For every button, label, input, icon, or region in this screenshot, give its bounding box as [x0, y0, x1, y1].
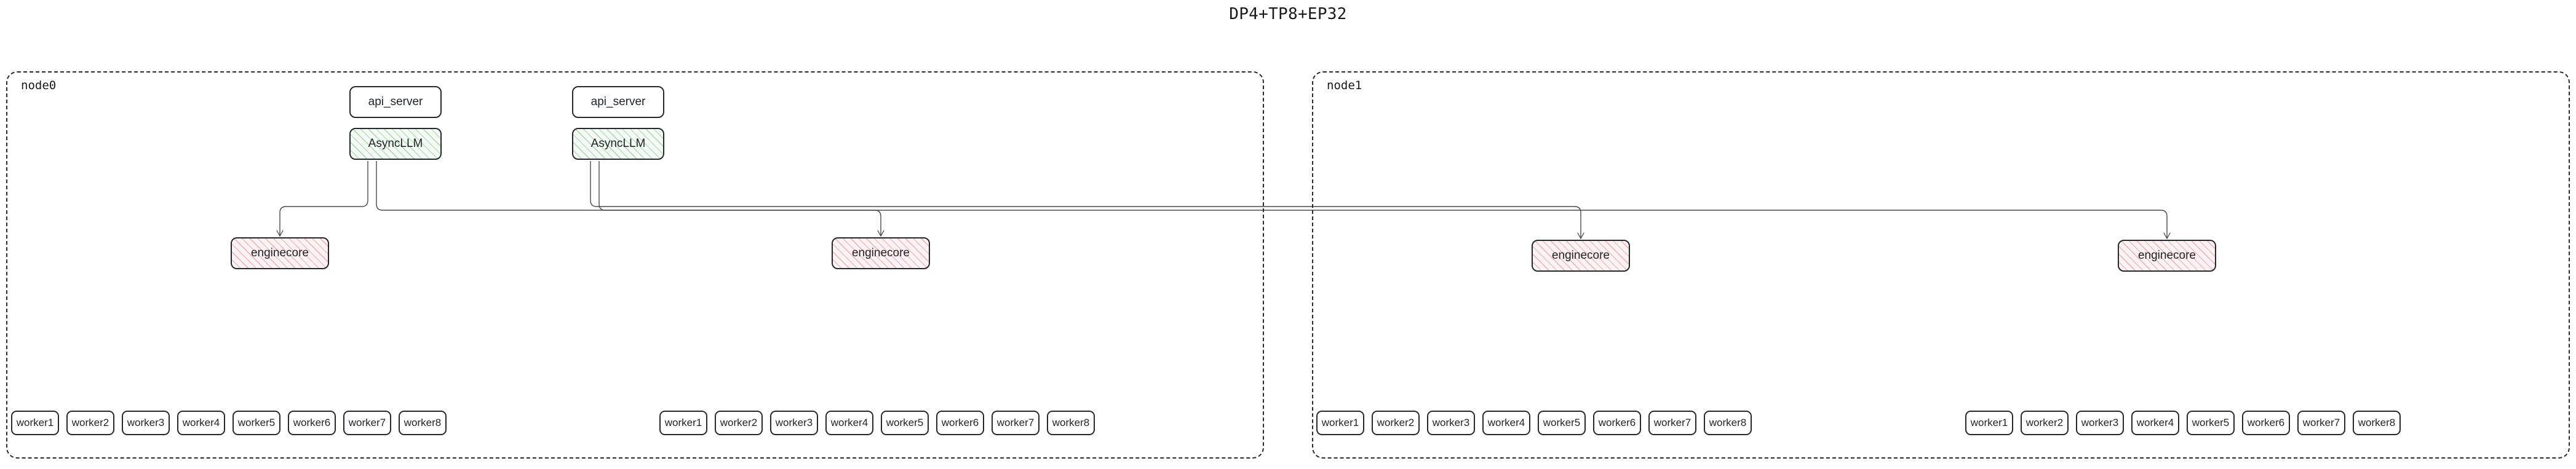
worker-label: worker6: [941, 417, 979, 428]
worker-label: worker2: [2025, 417, 2064, 428]
worker-box[interactable]: worker6: [2242, 411, 2290, 435]
worker-box[interactable]: worker6: [936, 411, 984, 435]
worker-label: worker1: [1970, 417, 2008, 428]
worker-box[interactable]: worker7: [343, 411, 391, 435]
worker-box[interactable]: worker1: [1316, 411, 1364, 435]
enginecore-label: enginecore: [1551, 249, 1610, 262]
worker-box[interactable]: worker4: [1482, 411, 1530, 435]
worker-label: worker6: [2247, 417, 2285, 428]
worker-box[interactable]: worker8: [1704, 411, 1752, 435]
enginecore-box-node0-0[interactable]: enginecore: [231, 237, 329, 269]
worker-box[interactable]: worker8: [2353, 411, 2401, 435]
worker-label: worker4: [182, 417, 220, 428]
worker-box[interactable]: worker2: [2021, 411, 2069, 435]
diagram-title: DP4+TP8+EP32: [1229, 5, 1347, 23]
enginecore-box-node0-1[interactable]: enginecore: [832, 237, 930, 269]
worker-label: worker7: [2302, 417, 2340, 428]
worker-box[interactable]: worker2: [66, 411, 114, 435]
worker-box[interactable]: worker7: [2297, 411, 2345, 435]
cluster-node1-label: node1: [1327, 79, 1362, 92]
cluster-node0-label: node0: [21, 79, 57, 92]
worker-label: worker3: [127, 417, 165, 428]
worker-box[interactable]: worker6: [1593, 411, 1641, 435]
worker-label: worker4: [2136, 417, 2174, 428]
api-server-box-0[interactable]: api_server: [349, 86, 442, 118]
worker-box[interactable]: worker3: [122, 411, 170, 435]
cluster-node0[interactable]: node0: [6, 71, 1264, 459]
worker-label: worker5: [886, 417, 924, 428]
asyncllm-box-1[interactable]: AsyncLLM: [572, 128, 664, 160]
worker-label: worker3: [775, 417, 813, 428]
worker-box[interactable]: worker5: [1538, 411, 1586, 435]
worker-box[interactable]: worker3: [1427, 411, 1475, 435]
worker-box[interactable]: worker5: [233, 411, 280, 435]
worker-box[interactable]: worker2: [1372, 411, 1420, 435]
worker-label: worker6: [1598, 417, 1636, 428]
worker-label: worker5: [1543, 417, 1581, 428]
asyncllm-label: AsyncLLM: [368, 137, 423, 150]
enginecore-box-node1-0[interactable]: enginecore: [1532, 240, 1630, 272]
api-server-label: api_server: [368, 95, 423, 108]
worker-box[interactable]: worker1: [1965, 411, 2013, 435]
worker-label: worker2: [720, 417, 758, 428]
enginecore-label: enginecore: [851, 246, 910, 259]
worker-box[interactable]: worker1: [11, 411, 59, 435]
worker-label: worker7: [1653, 417, 1691, 428]
worker-label: worker1: [1321, 417, 1359, 428]
worker-box[interactable]: worker6: [288, 411, 336, 435]
worker-label: worker4: [1487, 417, 1525, 428]
worker-box[interactable]: worker4: [177, 411, 225, 435]
worker-label: worker1: [16, 417, 54, 428]
worker-label: worker2: [1377, 417, 1415, 428]
worker-box[interactable]: worker3: [770, 411, 818, 435]
worker-label: worker3: [2081, 417, 2119, 428]
worker-label: worker7: [996, 417, 1035, 428]
worker-label: worker4: [830, 417, 869, 428]
worker-label: worker3: [1432, 417, 1470, 428]
worker-label: worker8: [1052, 417, 1090, 428]
worker-label: worker5: [237, 417, 276, 428]
worker-label: worker2: [71, 417, 109, 428]
worker-label: worker8: [2358, 417, 2396, 428]
worker-box[interactable]: worker1: [659, 411, 707, 435]
worker-label: worker8: [1709, 417, 1747, 428]
enginecore-box-node1-1[interactable]: enginecore: [2118, 240, 2216, 272]
worker-box[interactable]: worker4: [825, 411, 873, 435]
worker-box[interactable]: worker7: [1648, 411, 1696, 435]
worker-box[interactable]: worker7: [992, 411, 1040, 435]
enginecore-label: enginecore: [250, 246, 309, 259]
worker-label: worker6: [293, 417, 331, 428]
asyncllm-box-0[interactable]: AsyncLLM: [349, 128, 442, 160]
api-server-label: api_server: [590, 95, 646, 108]
asyncllm-label: AsyncLLM: [590, 137, 646, 150]
worker-box[interactable]: worker5: [2187, 411, 2235, 435]
worker-label: worker7: [348, 417, 386, 428]
worker-box[interactable]: worker4: [2131, 411, 2179, 435]
worker-box[interactable]: worker5: [881, 411, 929, 435]
worker-box[interactable]: worker8: [399, 411, 447, 435]
api-server-box-1[interactable]: api_server: [572, 86, 664, 118]
worker-label: worker5: [2192, 417, 2230, 428]
worker-box[interactable]: worker3: [2076, 411, 2124, 435]
enginecore-label: enginecore: [2137, 249, 2196, 262]
cluster-node1[interactable]: node1: [1312, 71, 2570, 459]
worker-label: worker1: [664, 417, 702, 428]
worker-box[interactable]: worker8: [1047, 411, 1095, 435]
worker-label: worker8: [403, 417, 442, 428]
worker-box[interactable]: worker2: [715, 411, 763, 435]
